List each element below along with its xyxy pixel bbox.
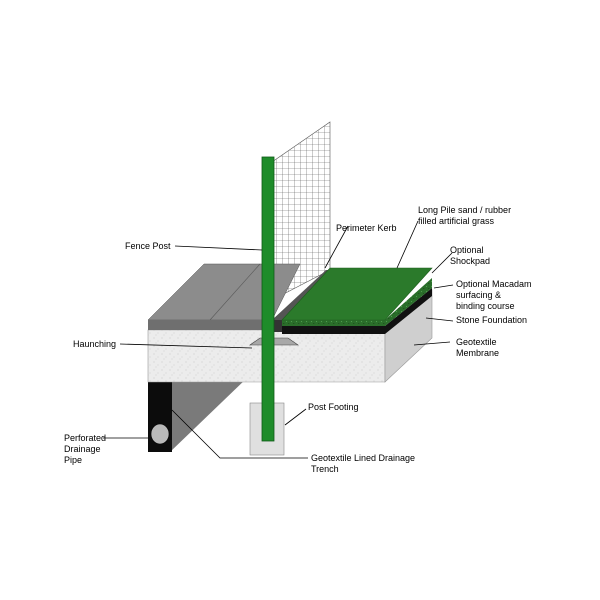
drainage-pipe-icon (150, 423, 170, 445)
label-fence-post: Fence Post (125, 241, 171, 251)
label-macadam-1: Optional Macadam (456, 279, 532, 289)
label-macadam-2: surfacing & (456, 290, 501, 300)
label-shockpad-2: Shockpad (450, 256, 490, 266)
shockpad-layer (282, 278, 432, 326)
label-drainage-pipe-2: Drainage (64, 444, 101, 454)
label-geotextile-membrane-2: Membrane (456, 348, 499, 358)
fence-post (261, 156, 275, 442)
label-geotextile-membrane-1: Geotextile (456, 337, 497, 347)
label-long-pile-2: filled artificial grass (418, 216, 495, 226)
label-drainage-trench-2: Trench (311, 464, 339, 474)
label-drainage-pipe-1: Perforated (64, 433, 106, 443)
perimeter-kerb-front (272, 320, 282, 332)
grey-surround-front (148, 320, 272, 330)
drainage-trench-side (148, 377, 248, 452)
label-stone-foundation: Stone Foundation (456, 315, 527, 325)
label-macadam-3: binding course (456, 301, 515, 311)
label-haunching: Haunching (73, 339, 116, 349)
label-post-footing: Post Footing (308, 402, 359, 412)
label-perimeter-kerb: Perimeter Kerb (336, 223, 397, 233)
grey-surround-top (147, 263, 301, 321)
label-long-pile-1: Long Pile sand / rubber (418, 205, 511, 215)
macadam-layer (282, 288, 432, 334)
label-drainage-trench-1: Geotextile Lined Drainage (311, 453, 415, 463)
label-shockpad-1: Optional (450, 245, 484, 255)
label-drainage-pipe-3: Pipe (64, 455, 82, 465)
